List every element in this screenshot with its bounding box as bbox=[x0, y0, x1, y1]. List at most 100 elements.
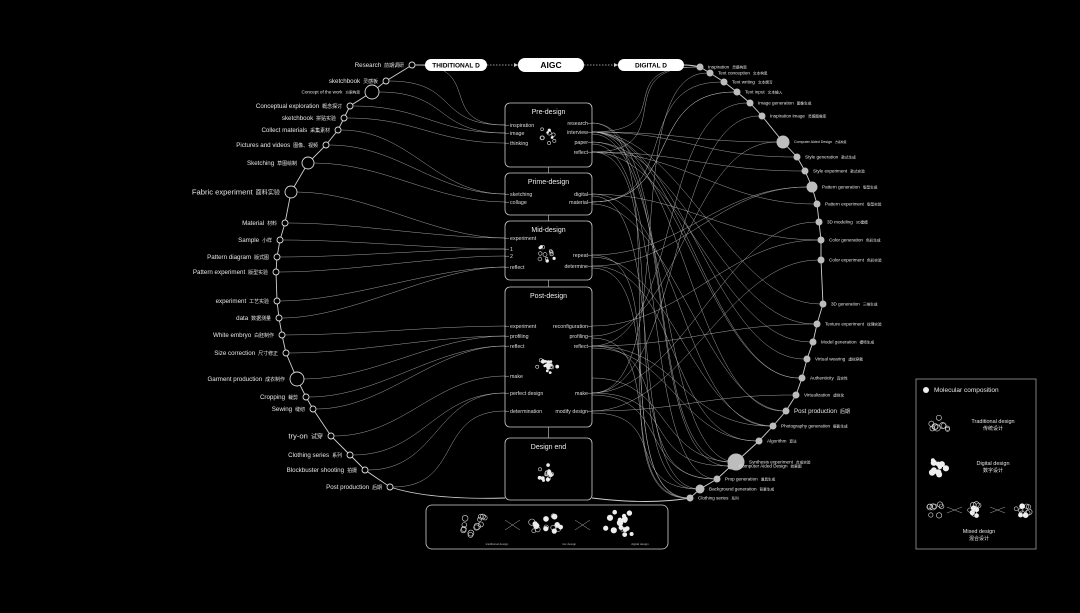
molecule-dot bbox=[936, 512, 943, 519]
node-circle bbox=[813, 200, 821, 208]
stage-item-right: research bbox=[567, 121, 588, 127]
arrow-icon bbox=[946, 506, 963, 514]
molecule-dot bbox=[938, 503, 945, 510]
aigc-label: AIGC bbox=[540, 60, 561, 70]
stage-title: Mid-design bbox=[531, 227, 565, 234]
molecule-dot bbox=[555, 364, 560, 369]
connection-curve bbox=[340, 129, 506, 195]
connection-curve bbox=[591, 131, 805, 360]
molecule-dot bbox=[1013, 506, 1019, 512]
molecule-dot bbox=[551, 513, 558, 520]
connection-curve bbox=[591, 72, 708, 394]
connection-curve bbox=[378, 91, 506, 134]
connection-curve bbox=[591, 193, 771, 427]
node-circle bbox=[386, 483, 394, 491]
node-circle bbox=[334, 126, 342, 134]
legend-mixed-en: Mixed design bbox=[963, 529, 995, 535]
molecule-dot bbox=[545, 477, 551, 482]
molecule-dot bbox=[538, 467, 542, 472]
design-stages: Pre-designinspirationimagethinkingresear… bbox=[504, 102, 593, 501]
molecule-dot bbox=[473, 522, 481, 530]
node-circle bbox=[273, 297, 281, 305]
connection-curve bbox=[591, 131, 795, 158]
stage-item-right: determine bbox=[564, 264, 588, 270]
node-circle bbox=[801, 167, 809, 175]
molecule-dot bbox=[473, 524, 480, 531]
connection-curve bbox=[328, 144, 506, 195]
stage-item-left: image bbox=[510, 131, 524, 137]
molecule-dot bbox=[543, 516, 549, 522]
molecule-dot bbox=[1025, 508, 1033, 516]
connection-curve bbox=[591, 254, 688, 499]
molecule-dot bbox=[547, 128, 551, 132]
connection-curve bbox=[303, 335, 506, 380]
node-circle bbox=[755, 437, 763, 445]
molecule-dot bbox=[533, 522, 540, 530]
stage-item-right: paper bbox=[574, 140, 588, 146]
stage-item-right: reflect bbox=[574, 344, 589, 350]
molecule-dot bbox=[936, 414, 942, 421]
molecule-dot bbox=[544, 257, 549, 261]
molecule-dot bbox=[477, 517, 482, 522]
connection-curve bbox=[591, 203, 787, 412]
node-circle bbox=[281, 219, 289, 227]
connection-curve bbox=[279, 266, 506, 302]
connection-curve bbox=[591, 131, 800, 379]
connection-curve bbox=[352, 392, 506, 456]
molecule-dot bbox=[549, 364, 555, 370]
molecule-dot bbox=[558, 524, 563, 530]
stage-title: Post-design bbox=[530, 293, 567, 300]
molecule-dot bbox=[932, 423, 939, 430]
connection-curve bbox=[591, 186, 808, 267]
connection-curve bbox=[591, 221, 817, 394]
molecule-dot bbox=[626, 510, 633, 516]
connection-curve bbox=[591, 265, 757, 442]
node-circle bbox=[809, 338, 817, 346]
legend-traditional-en: Traditional design bbox=[971, 419, 1014, 425]
node-circle bbox=[733, 88, 741, 96]
stage-item-left: experiment bbox=[510, 324, 537, 330]
molecule-dot bbox=[618, 525, 624, 530]
stage-item-left: 1 bbox=[510, 247, 513, 253]
molecule-dot bbox=[534, 526, 541, 533]
connection-curve bbox=[591, 141, 815, 325]
